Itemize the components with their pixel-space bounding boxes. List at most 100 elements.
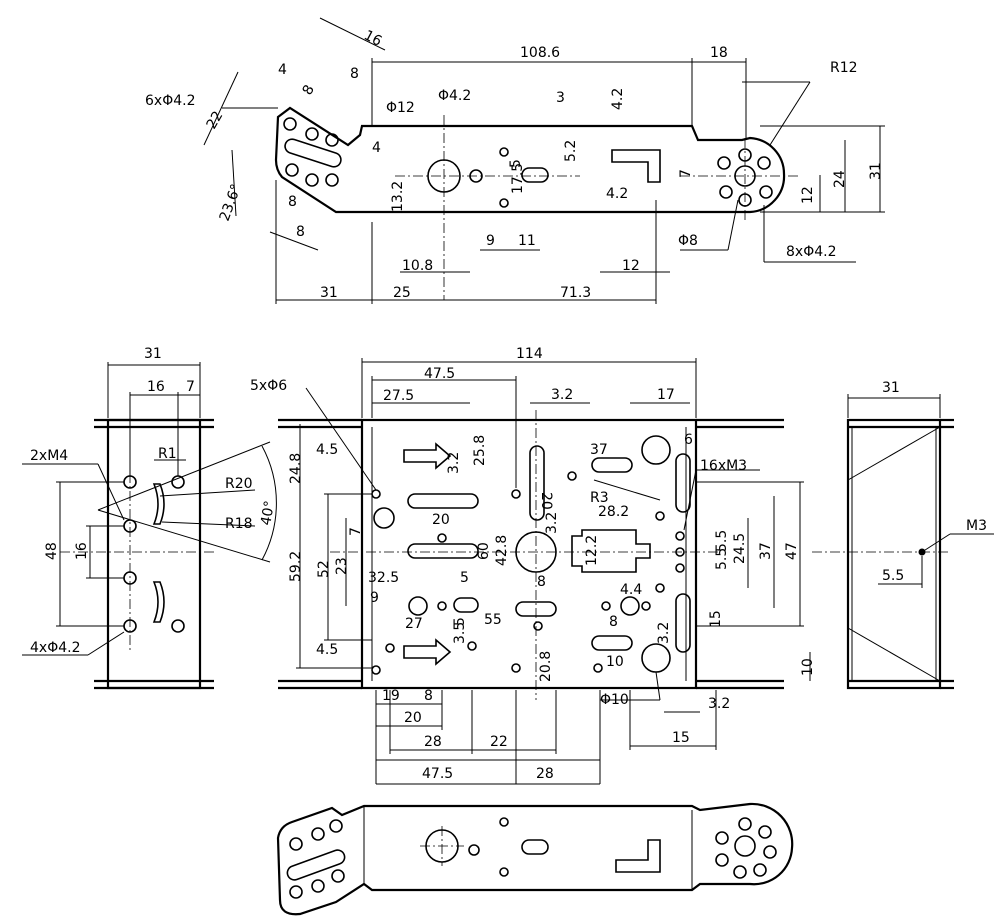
arrow-icon (403, 638, 452, 666)
dim-7: 7 (348, 527, 364, 536)
m3-hole (371, 665, 381, 675)
dim-3-2: 3.2 (446, 452, 462, 474)
small-hole (499, 198, 509, 208)
dim-24-5: 24.5 (732, 533, 748, 564)
dim-5: 5 (460, 570, 469, 586)
dim-12: 12 (800, 186, 816, 204)
flange-slot (284, 138, 342, 168)
dim-60: 60 (476, 542, 492, 560)
dim-48: 48 (44, 542, 60, 560)
dim-19: 19 (382, 688, 400, 704)
dim-5-2: 5.2 (563, 140, 579, 162)
dim-20-8: 20.8 (538, 651, 554, 682)
dim-55: 55 (484, 612, 502, 628)
dim-8: 8 (300, 82, 318, 98)
side-view-left-labels: 31 16 7 2xM4 R1 R20 R18 40° 48 16 4xΦ4.2 (30, 346, 278, 656)
m3-hole (467, 641, 477, 651)
callout-4x-holes: 4xΦ4.2 (30, 640, 80, 656)
dim-40-deg: 40° (258, 499, 278, 526)
dim-16: 16 (361, 27, 384, 50)
dim-28: 28 (536, 766, 554, 782)
end-hole (719, 185, 733, 199)
m3-hole (437, 533, 447, 543)
dim-37: 37 (758, 542, 774, 560)
plan-outline (360, 418, 698, 690)
slot (407, 543, 479, 559)
motor-cutout (571, 529, 651, 573)
dim-31: 31 (882, 380, 900, 396)
dim-114: 114 (516, 346, 543, 362)
dim-28-2: 28.2 (598, 504, 629, 520)
top-view (203, 17, 885, 304)
dim-6: 6 (684, 432, 693, 448)
plate-hole (329, 819, 343, 833)
plate-end-bore (734, 835, 756, 857)
plate-hole (499, 867, 509, 877)
slot (407, 493, 479, 509)
dim-13-2: 13.2 (390, 181, 406, 212)
plan-view-labels: 114 47.5 5xΦ6 27.5 3.2 17 25.8 4.5 3.2 3… (250, 346, 816, 782)
dim-52: 52 (316, 560, 332, 578)
m3-hole (567, 471, 577, 481)
bore (641, 435, 671, 465)
bore-6 (373, 507, 395, 529)
dim-16: 16 (74, 542, 90, 560)
dim-8: 8 (296, 224, 305, 240)
callout-16x-m3: 16xM3 (700, 458, 747, 474)
m3-hole (437, 601, 447, 611)
dim-25-8: 25.8 (472, 435, 488, 466)
dim-3-5: 3.5 (452, 622, 468, 644)
plate-hole (289, 885, 303, 899)
dim-20: 20 (432, 512, 450, 528)
oval-slot (521, 167, 549, 183)
dim-5: 5 (452, 617, 468, 626)
callout-6x-holes: 6xΦ4.2 (145, 93, 195, 109)
plate-end-hole (738, 817, 752, 831)
dim-24: 24 (832, 170, 848, 188)
dim-32-5: 32.5 (368, 570, 399, 586)
dim-7: 7 (678, 169, 694, 178)
dim-10: 10 (606, 654, 624, 670)
dim-22: 22 (490, 734, 508, 750)
dim-27: 27 (405, 616, 423, 632)
plate-end-hole (733, 865, 747, 879)
dim-42-8: 42.8 (494, 535, 510, 566)
plate-hole (468, 844, 480, 856)
callout-m3: M3 (966, 518, 987, 534)
dim-5: 5 (508, 159, 524, 168)
dim-3-2: 3.2 (551, 387, 573, 403)
m3-hole (675, 531, 685, 541)
bore-6 (620, 596, 640, 616)
dim-15: 15 (708, 610, 724, 628)
m3-hole (601, 601, 611, 611)
side-hole (171, 475, 185, 489)
callout-bore-12: Φ12 (386, 100, 415, 116)
dim-3-2: 3.2 (708, 696, 730, 712)
end-hole (759, 185, 773, 199)
dim-59-2: 59.2 (288, 551, 304, 582)
dim-8: 8 (537, 574, 546, 590)
side-view-right (812, 394, 994, 690)
dim-31: 31 (868, 162, 884, 180)
plate-hole (289, 837, 303, 851)
dim-8: 8 (609, 614, 618, 630)
bottom-plate-outline (276, 802, 794, 916)
plate-slot (286, 849, 346, 881)
plate-end-hole (715, 831, 729, 845)
dim-17: 17 (657, 387, 675, 403)
m3-hole (511, 663, 521, 673)
dim-10-8: 10.8 (402, 258, 433, 274)
arc-slot (152, 483, 165, 525)
dim-18: 18 (710, 45, 728, 61)
m3-hole (593, 663, 603, 673)
bore-10 (641, 643, 671, 673)
dim-7: 7 (186, 379, 195, 395)
callout-bore-10: Φ10 (600, 692, 629, 708)
plate-hole (311, 827, 325, 841)
m3-hole (675, 563, 685, 573)
dim-3: 3 (556, 90, 565, 106)
callout-r1: R1 (158, 446, 177, 462)
small-hole (499, 147, 509, 157)
flange-hole (325, 173, 339, 187)
